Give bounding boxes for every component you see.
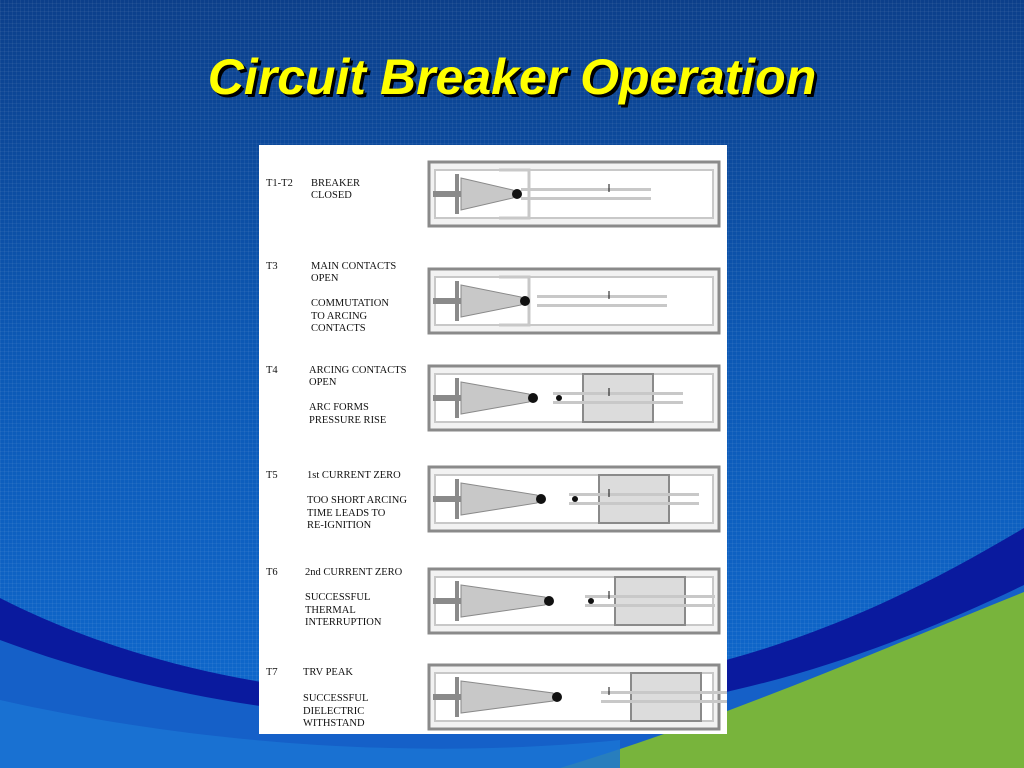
stage-2-note-1: COMMUTATION bbox=[311, 298, 389, 309]
fixed-contact-plate bbox=[455, 378, 459, 418]
stage-2-line-1: MAIN CONTACTS bbox=[311, 261, 397, 272]
arc-nozzle bbox=[460, 482, 538, 516]
moving-rod-bottom bbox=[585, 604, 715, 607]
moving-rod-top bbox=[585, 595, 715, 598]
arc-nozzle bbox=[460, 284, 522, 318]
stage-4-breaker-drawing bbox=[427, 465, 721, 533]
stage-4-step: T5 bbox=[266, 470, 278, 481]
moving-rod-bottom bbox=[601, 700, 727, 703]
arc-nozzle bbox=[460, 381, 530, 415]
slide-title: Circuit Breaker Operation bbox=[207, 49, 817, 105]
arc-nozzle bbox=[460, 584, 546, 618]
stage-2-breaker-drawing bbox=[427, 267, 721, 335]
stage-6-line-1: TRV PEAK bbox=[303, 667, 354, 678]
stage-5-breaker-drawing bbox=[427, 567, 721, 635]
arc-nozzle bbox=[460, 177, 514, 211]
stage-2-note-2: TO ARCING bbox=[311, 311, 368, 322]
fixed-contact-plate bbox=[455, 677, 459, 717]
stage-2-line-2: OPEN bbox=[311, 273, 339, 284]
fixed-contact-plate bbox=[455, 174, 459, 214]
fixed-contact-plate bbox=[455, 581, 459, 621]
stage-6-step: T7 bbox=[266, 667, 278, 678]
stage-6-note-1: SUCCESSFUL bbox=[303, 693, 369, 704]
fixed-contact-plate bbox=[455, 479, 459, 519]
arcing-contact-tip bbox=[536, 494, 546, 504]
fixed-contact bbox=[433, 191, 461, 197]
arc-nozzle bbox=[460, 680, 554, 714]
arcing-contact-tip bbox=[552, 692, 562, 702]
arcing-contact-tip bbox=[512, 189, 522, 199]
stage-1-line-2: CLOSED bbox=[311, 190, 352, 201]
arcing-contact-tip bbox=[520, 296, 530, 306]
moving-arcing-tip bbox=[556, 395, 562, 401]
moving-arcing-tip bbox=[588, 598, 594, 604]
stage-2-step: T3 bbox=[266, 261, 278, 272]
main-contact-finger bbox=[499, 168, 531, 220]
stage-3-note-2: PRESSURE RISE bbox=[309, 415, 387, 426]
stage-4-line-1: 1st CURRENT ZERO bbox=[307, 470, 401, 481]
moving-rod-top bbox=[521, 188, 651, 191]
stage-5-note-2: THERMAL bbox=[305, 605, 356, 616]
stage-6-note-3: WITHSTAND bbox=[303, 718, 365, 729]
breaker-diagram-panel: T1-T2 BREAKER CLOSED T3 MAIN CONTACTS OP… bbox=[259, 145, 727, 734]
breaker-stage-drawings bbox=[427, 160, 727, 731]
stage-1-step: T1-T2 bbox=[266, 178, 293, 189]
moving-rod-top bbox=[601, 691, 727, 694]
moving-rod-top bbox=[553, 392, 683, 395]
stage-3-note-1: ARC FORMS bbox=[309, 402, 369, 413]
stage-6-breaker-drawing bbox=[427, 663, 727, 731]
moving-rod-bottom bbox=[537, 304, 667, 307]
stage-4-note-1: TOO SHORT ARCING bbox=[307, 495, 407, 506]
puffer-cylinder bbox=[614, 576, 686, 626]
stage-5-step: T6 bbox=[266, 567, 278, 578]
arcing-contact-tip bbox=[544, 596, 554, 606]
fixed-contact bbox=[433, 298, 467, 304]
puffer-cylinder bbox=[582, 373, 654, 423]
stage-3-breaker-drawing bbox=[427, 364, 721, 432]
stage-3-step: T4 bbox=[266, 365, 278, 376]
fixed-contact-plate bbox=[455, 281, 459, 321]
moving-rod-top bbox=[537, 295, 667, 298]
arcing-contact-tip bbox=[528, 393, 538, 403]
stage-5-note-3: INTERRUPTION bbox=[305, 617, 382, 628]
stage-5-line-1: 2nd CURRENT ZERO bbox=[305, 567, 403, 578]
puffer-cylinder bbox=[598, 474, 670, 524]
moving-arcing-tip bbox=[572, 496, 578, 502]
moving-rod-top bbox=[569, 493, 699, 496]
moving-rod-bottom bbox=[569, 502, 699, 505]
stage-5-note-1: SUCCESSFUL bbox=[305, 592, 371, 603]
puffer-cylinder bbox=[630, 672, 702, 722]
stage-1-line-1: BREAKER bbox=[311, 178, 361, 189]
stage-4-note-2: TIME LEADS TO bbox=[307, 508, 386, 519]
moving-rod-bottom bbox=[553, 401, 683, 404]
stage-6-note-2: DIELECTRIC bbox=[303, 706, 365, 717]
stage-2-note-3: CONTACTS bbox=[311, 323, 366, 334]
stage-1-breaker-drawing bbox=[427, 160, 721, 228]
fixed-contact bbox=[433, 395, 473, 401]
stage-4-note-3: RE-IGNITION bbox=[307, 520, 372, 531]
stage-3-line-2: OPEN bbox=[309, 377, 337, 388]
moving-rod-bottom bbox=[521, 197, 651, 200]
stage-3-line-1: ARCING CONTACTS bbox=[309, 365, 407, 376]
